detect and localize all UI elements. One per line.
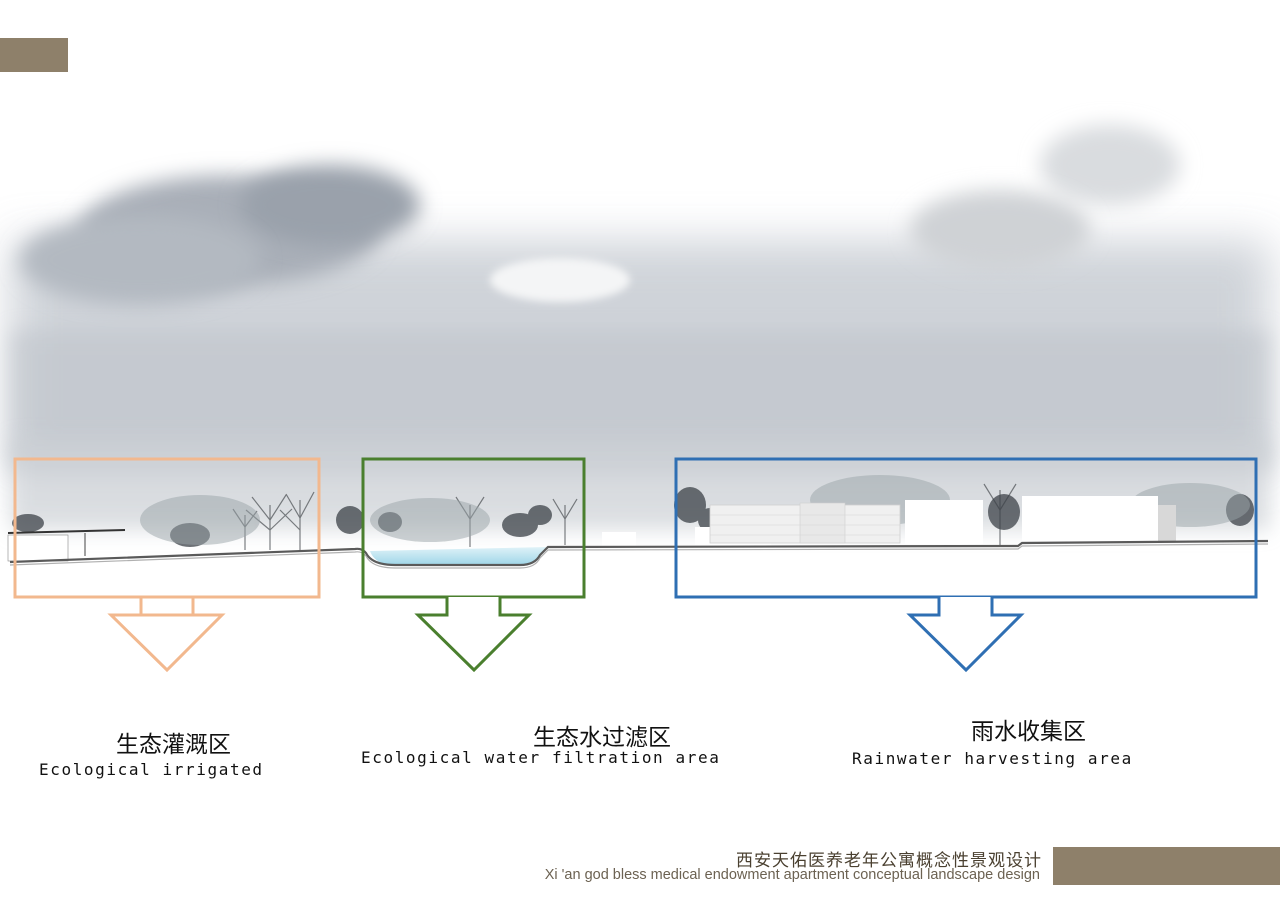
- zone-filtration-title: 生态水过滤区: [533, 725, 671, 751]
- buildings: [7, 496, 1176, 562]
- zone-filtration-subtitle: Ecological water filtration area: [361, 748, 721, 767]
- corner-accent-tab: [0, 38, 68, 72]
- footer-title-en: Xi 'an god bless medical endowment apart…: [544, 867, 1040, 883]
- zone-harvesting-subtitle: Rainwater harvesting area: [852, 749, 1133, 768]
- zone-irrigated-frame: [13, 457, 321, 673]
- footer-accent-bar: [1053, 847, 1280, 885]
- footer-title-cn: 西安天佑医养老年公寓概念性景观设计: [736, 851, 1042, 871]
- ground-profile: [9, 539, 1269, 569]
- zone-irrigated-subtitle: Ecological irrigated: [39, 760, 264, 779]
- zone-irrigated-title: 生态灌溉区: [116, 732, 231, 758]
- zone-filtration-frame: [361, 457, 586, 673]
- cloud-backdrop: [10, 125, 1270, 530]
- zone-harvesting-frame: [674, 457, 1258, 673]
- zone-harvesting-title: 雨水收集区: [971, 719, 1086, 745]
